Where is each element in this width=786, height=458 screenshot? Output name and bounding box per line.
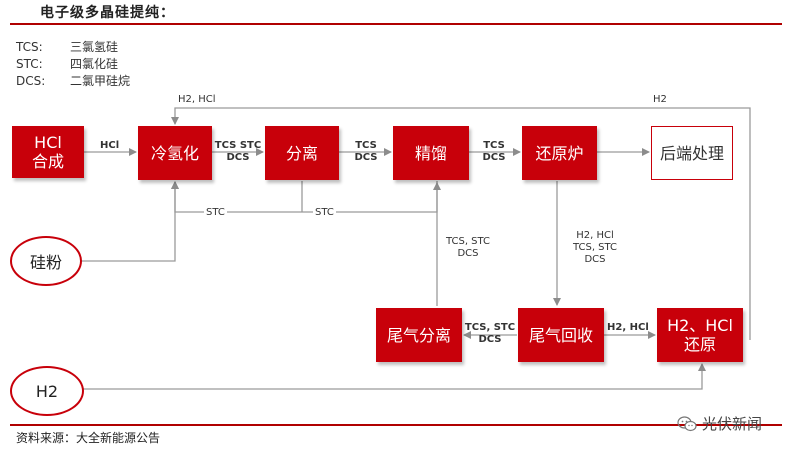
wechat-icon xyxy=(677,415,697,432)
node-reduction-furnace: 还原炉 xyxy=(522,126,597,180)
node-label: 冷氢化 xyxy=(150,143,199,163)
edge-label-stc-2: STC xyxy=(313,207,336,219)
node-label: HCl 合成 xyxy=(31,133,64,171)
legend-abbr: STC: xyxy=(16,57,43,71)
edge-label-h2-top: H2 xyxy=(653,94,667,105)
bottom-divider xyxy=(10,424,782,426)
edge-label-h2-hcl-bottom: H2, HCl xyxy=(607,322,649,333)
page-title: 电子级多晶硅提纯： xyxy=(40,5,175,21)
node-label: H2 xyxy=(35,381,59,401)
arrow-silicon-powder xyxy=(78,181,179,262)
node-label: H2、HCl 还原 xyxy=(667,316,733,354)
legend-desc: 三氯氢硅 xyxy=(70,40,119,54)
node-rectification: 精馏 xyxy=(393,126,469,180)
node-h2: H2 xyxy=(10,366,84,416)
arrow-h2-hcl-recycle xyxy=(171,107,751,340)
edge-label-tcs-dcs-2: TCS DCS xyxy=(482,140,506,163)
watermark: 光伏新闻 xyxy=(677,413,762,434)
source-note: 资料来源：大全新能源公告 xyxy=(16,431,161,445)
edge-label-tcs-stc-dcs-up: TCS, STC DCS xyxy=(445,236,491,259)
edge-label-tcs-stc-dcs-bottom: TCS, STC DCS xyxy=(464,322,516,345)
node-label: 后端处理 xyxy=(659,143,724,163)
node-tail-gas-separation: 尾气分离 xyxy=(376,308,462,362)
node-h2-hcl-reduction: H2、HCl 还原 xyxy=(657,308,743,362)
top-divider xyxy=(10,23,782,25)
edge-label-tcs-dcs-1: TCS DCS xyxy=(354,140,378,163)
arrow-h2-input xyxy=(80,363,706,390)
node-label: 分离 xyxy=(285,143,318,163)
node-label: 尾气分离 xyxy=(386,325,451,345)
node-tail-gas-recovery: 尾气回收 xyxy=(518,308,604,362)
node-cold-hydrogenation: 冷氢化 xyxy=(138,126,212,180)
node-silicon-powder: 硅粉 xyxy=(10,236,82,286)
watermark-text: 光伏新闻 xyxy=(701,415,762,433)
legend-item-tcs: TCS: 三氯氢硅 xyxy=(16,38,118,55)
edge-label-hcl: HCl xyxy=(100,140,120,151)
node-label: 硅粉 xyxy=(29,253,62,272)
legend-desc: 二氯甲硅烷 xyxy=(70,74,131,88)
edge-label-h2-hcl-top: H2, HCl xyxy=(178,94,216,105)
legend-item-stc: STC: 四氯化硅 xyxy=(16,55,118,72)
legend-item-dcs: DCS: 二氯甲硅烷 xyxy=(16,72,130,89)
node-post-processing: 后端处理 xyxy=(651,126,733,180)
node-label: 尾气回收 xyxy=(528,325,593,345)
edge-label-h2-hcl-tcs-stc-dcs: H2, HCl TCS, STC DCS xyxy=(572,230,618,265)
node-hcl-synthesis: HCl 合成 xyxy=(12,126,84,178)
edge-label-stc-1: STC xyxy=(204,207,227,219)
node-separation: 分离 xyxy=(265,126,339,180)
legend-abbr: TCS: xyxy=(16,40,43,54)
node-label: 精馏 xyxy=(414,143,447,163)
node-label: 还原炉 xyxy=(535,143,584,163)
legend-abbr: DCS: xyxy=(16,74,46,88)
edge-label-tcs-stc-dcs: TCS STC DCS xyxy=(214,140,262,163)
legend-desc: 四氯化硅 xyxy=(70,57,119,71)
